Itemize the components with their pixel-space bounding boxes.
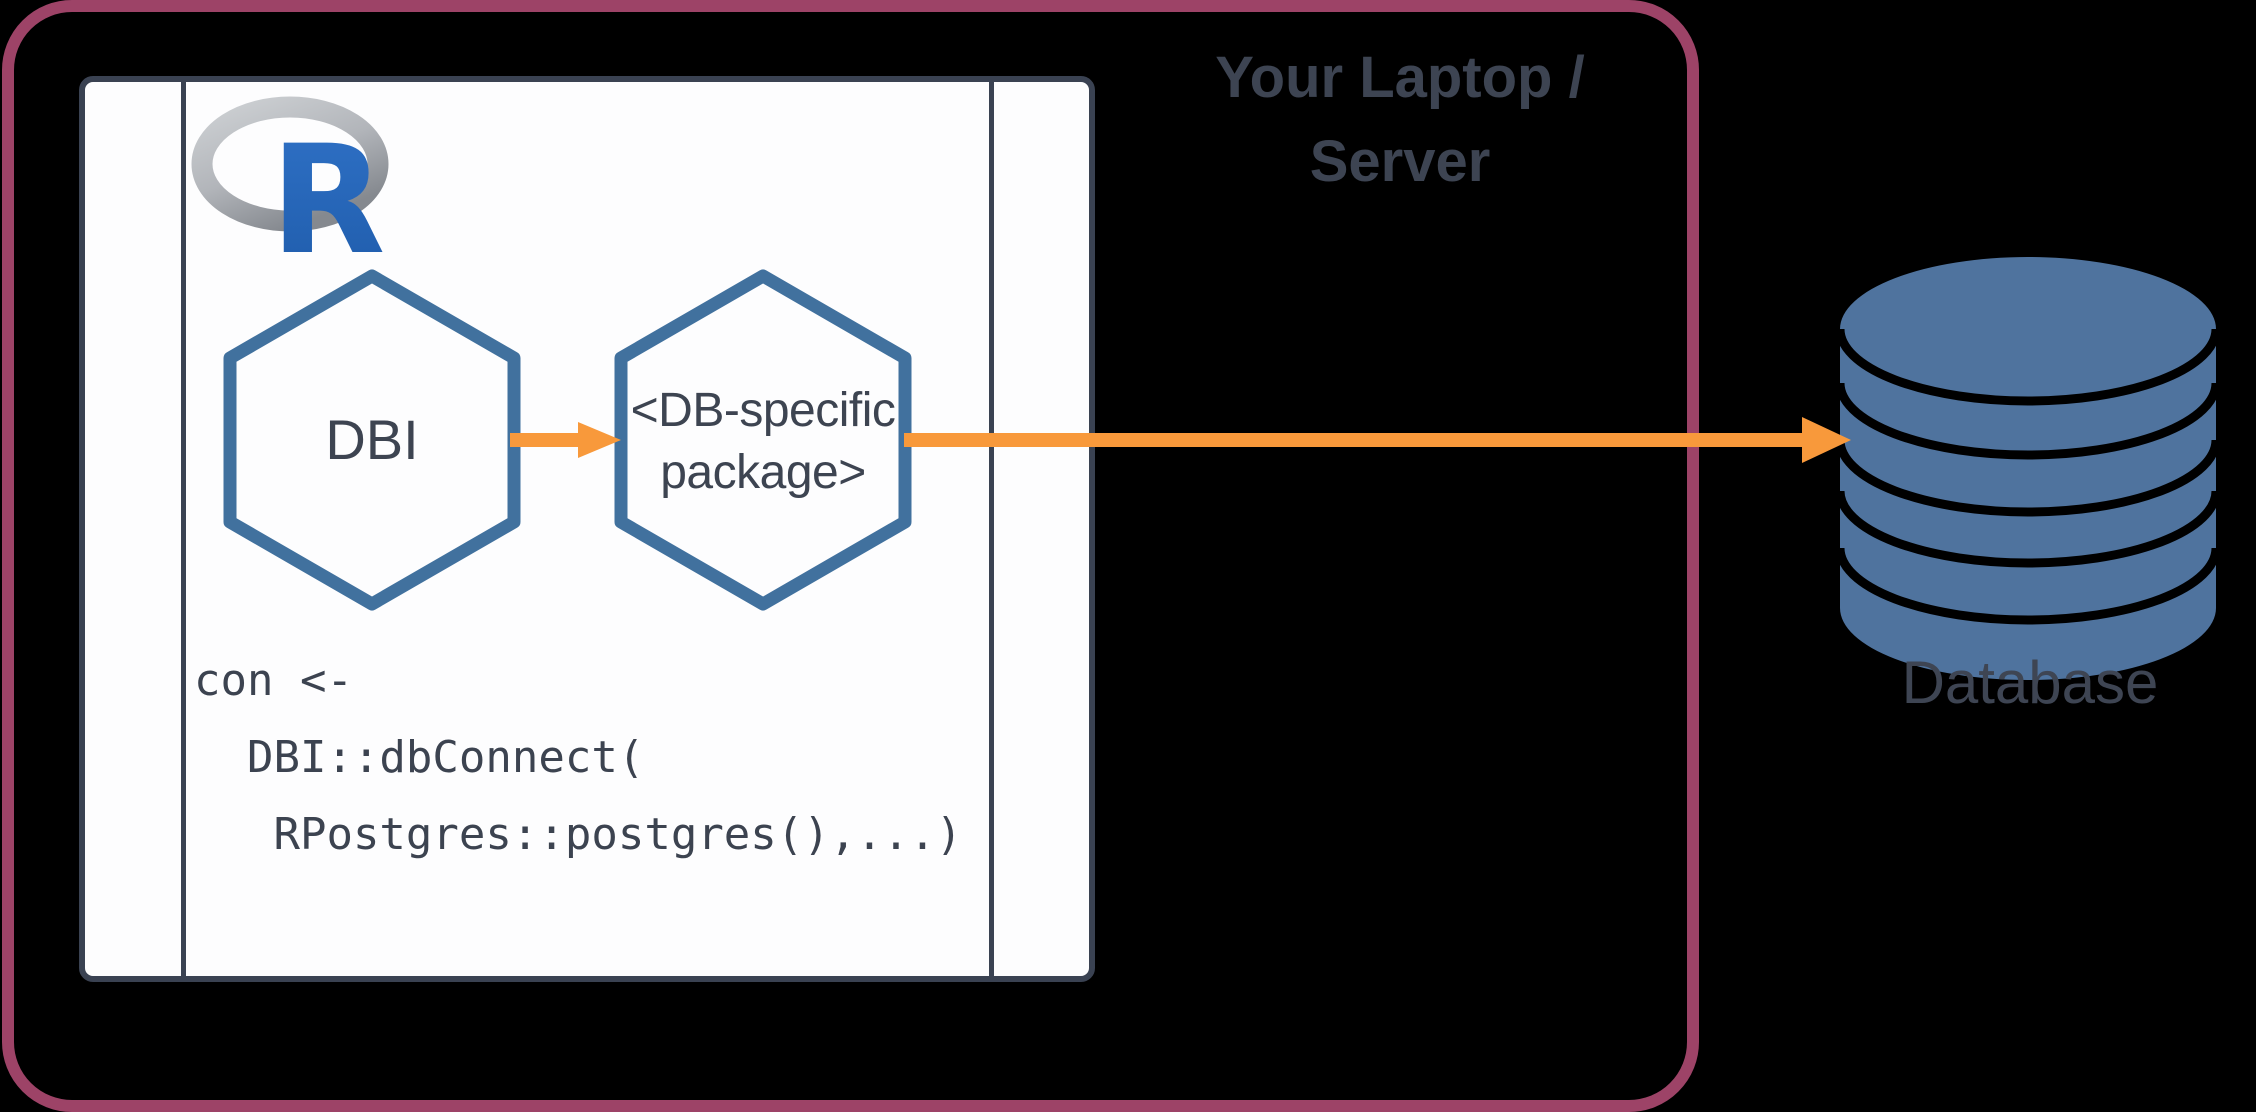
laptop-server-title-line1: Your Laptop /	[1215, 45, 1585, 110]
code-line-1: con <-	[194, 655, 353, 706]
laptop-server-container	[2, 0, 1699, 1112]
code-snippet: con <- DBI::dbConnect( RPostgres::postgr…	[194, 642, 962, 873]
r-logo-letter: R	[270, 114, 386, 258]
dbi-hexagon-label: DBI	[325, 408, 419, 471]
code-line-2: DBI::dbConnect(	[194, 732, 645, 783]
dbi-hexagon-icon	[223, 269, 521, 611]
r-logo-icon: R	[191, 96, 389, 258]
database-icon	[1838, 257, 2219, 680]
db-specific-package-label-line2: package>	[660, 446, 866, 499]
dbi-to-package-arrow-icon	[510, 422, 621, 458]
db-specific-package-label-line1: <DB-specific	[630, 384, 896, 437]
db-specific-package-hexagon-icon	[614, 269, 912, 611]
db-specific-package-label: <DB-specific package>	[603, 380, 923, 504]
code-line-3: RPostgres::postgres(),...)	[194, 809, 963, 860]
screen-left-divider	[181, 82, 186, 976]
screen-right-divider	[989, 82, 994, 976]
database-label: Database	[1901, 649, 2159, 716]
database-disk-separators	[1838, 328, 2219, 625]
screen-panel	[79, 76, 1095, 982]
hexagon-layer	[223, 269, 912, 611]
package-to-database-arrow-icon	[904, 417, 1851, 463]
database-cylinder-body	[1840, 257, 2216, 680]
r-logo-ring	[191, 96, 389, 232]
laptop-server-title-line2: Server	[1309, 129, 1491, 194]
laptop-server-title: Your Laptop / Server	[1100, 36, 1700, 204]
